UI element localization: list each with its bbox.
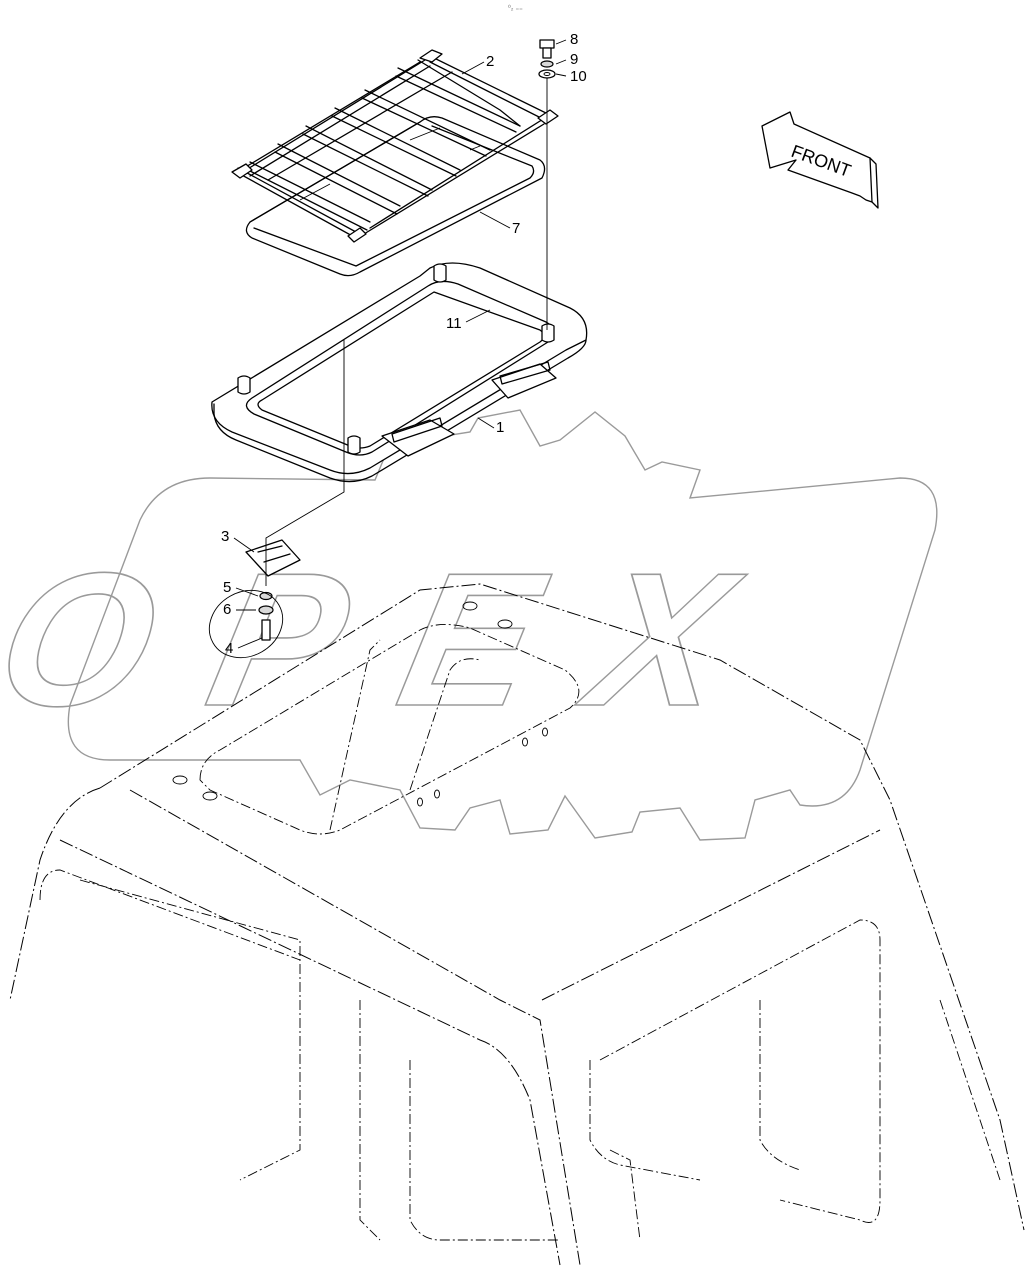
header-mark: ⁰₂ ₌₌ — [508, 4, 523, 12]
leader-lines — [208, 39, 567, 659]
watermark: OPEX — [0, 409, 938, 841]
callout-11: 11 — [446, 315, 462, 332]
callout-7: 7 — [512, 220, 520, 237]
watermark-gear — [67, 409, 938, 841]
hatch-frame — [211, 262, 588, 483]
callout-6: 6 — [223, 601, 231, 618]
callout-1: 1 — [496, 419, 504, 436]
glass-panel — [245, 116, 546, 277]
callout-9: 9 — [570, 51, 578, 68]
callout-3: 3 — [221, 528, 229, 545]
callout-4: 4 — [225, 640, 233, 657]
watermark-text: OPEX — [0, 533, 756, 746]
callout-8: 8 — [570, 31, 578, 48]
callout-labels: 1 2 3 4 5 6 7 8 9 10 11 — [221, 31, 587, 657]
callout-10: 10 — [570, 68, 587, 85]
callout-5: 5 — [223, 579, 231, 596]
fasteners — [245, 39, 556, 641]
front-arrow: FRONT — [761, 111, 879, 209]
roof-rack — [231, 49, 559, 243]
cab-outline — [9, 583, 1025, 1266]
callout-2: 2 — [486, 53, 494, 70]
